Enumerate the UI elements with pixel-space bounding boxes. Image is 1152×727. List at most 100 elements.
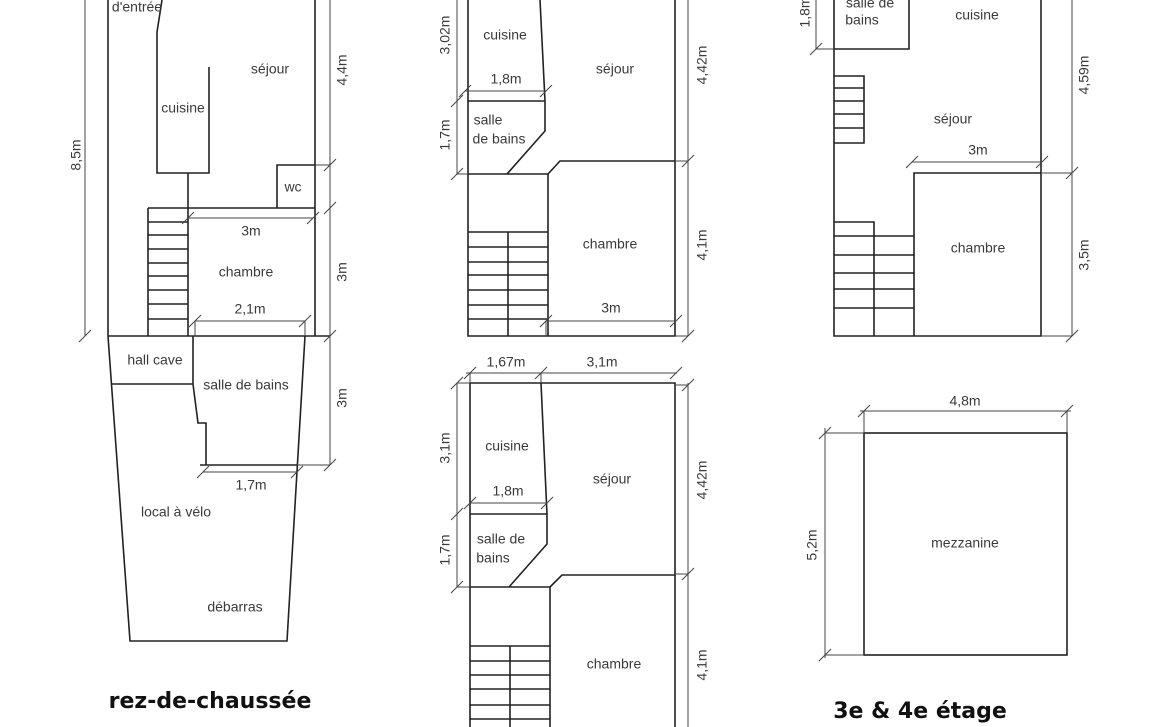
dimension-lines [456, 372, 689, 727]
dimension-tick [323, 201, 337, 215]
dimension-tick [323, 329, 337, 343]
stairs [148, 221, 188, 320]
room-chambre-label: chambre [583, 236, 638, 252]
walls [469, 382, 676, 727]
dim-cuisine-height: 3,02m [437, 16, 453, 55]
dimension-tick [681, 154, 695, 168]
room-entree-label: d'entrée [112, 0, 162, 15]
dimension-tick [818, 426, 832, 440]
dimension-tick [681, 378, 695, 392]
dimension-lines [824, 410, 1071, 658]
dimension-ticks [450, 84, 695, 343]
dim-chambre-height: 3m [334, 262, 350, 281]
dimension-ticks [809, 42, 1079, 343]
dim-height: 5,2m [804, 529, 820, 560]
dimension-tick [323, 458, 337, 472]
plan-floor-a: cuisine séjour salle de bains chambre 3,… [437, 0, 710, 343]
plan-floor-b: cuisine séjour salle de bains chambre 1,… [437, 354, 710, 727]
dim-sdb-width: 1,7m [235, 477, 266, 493]
dimension-tick [669, 366, 683, 380]
dimension-ticks [450, 366, 695, 594]
dim-cuisine-width: 1,8m [492, 483, 523, 499]
dimension-tick [534, 366, 548, 380]
dim-sdb-height: 1,7m [437, 534, 453, 565]
dimension-tick [540, 496, 554, 510]
dim-total-height: 8,5m [68, 139, 84, 170]
room-salle-de-bains-label: salle de bains [203, 377, 289, 393]
dimension-tick [1035, 155, 1049, 169]
room-salle-label-2: bains [476, 550, 509, 566]
walls [833, 0, 1042, 337]
dim-chambre-width: 3m [601, 300, 620, 316]
dim-top-left: 1,67m [487, 354, 526, 370]
dimension-ticks [818, 404, 1074, 662]
dimension-tick [857, 404, 871, 418]
room-cuisine-label: cuisine [483, 27, 527, 43]
dim-cave-height: 3m [334, 388, 350, 407]
plan-title-rez-de-chaussee: rez-de-chaussée [109, 689, 312, 714]
room-mezzanine-label: mezzanine [931, 535, 999, 551]
dimension-tick [681, 329, 695, 343]
dim-sdb-height: 1,8m [797, 0, 813, 28]
room-salle-label-2: bains [845, 12, 878, 28]
room-cuisine-label: cuisine [161, 100, 205, 116]
room-chambre-label: chambre [951, 240, 1006, 256]
dim-cuisine-width: 1,8m [490, 71, 521, 87]
dimension-tick [450, 376, 464, 390]
dimension-tick [463, 366, 477, 380]
dimension-tick [539, 84, 553, 98]
plan-title-3e-4e-etage: 3e & 4e étage [833, 699, 1007, 724]
dimension-tick [669, 314, 683, 328]
dimension-tick [450, 94, 464, 108]
dimension-tick [196, 465, 210, 479]
dim-sdb-height: 1,7m [437, 119, 453, 150]
walls [467, 0, 676, 337]
dimension-tick [188, 314, 202, 328]
plan-floor-c: salle de bains cuisine séjour chambre 1,… [797, 0, 1092, 343]
dim-chambre-width: 3m [968, 142, 987, 158]
dimension-tick [681, 567, 695, 581]
dimension-tick [809, 42, 823, 56]
dim-cuisine-height: 3,1m [437, 432, 453, 463]
dimension-lines [84, 0, 331, 473]
dimension-tick [181, 211, 195, 225]
dimension-tick [78, 329, 92, 343]
dimension-ticks [78, 158, 337, 479]
plan-rez-de-chaussee: d'entrée cuisine séjour wc chambre hall … [68, 0, 350, 714]
dimension-tick [323, 158, 337, 172]
dim-sejour-height: 4,42m [694, 461, 710, 500]
room-wc-label: wc [283, 179, 301, 195]
room-sejour-label: séjour [596, 61, 634, 77]
dimension-tick [818, 648, 832, 662]
dimension-tick [1060, 404, 1074, 418]
dimension-tick [450, 507, 464, 521]
dimension-tick [905, 155, 919, 169]
dim-chambre-height: 3,5m [1076, 239, 1092, 270]
dimension-tick [1065, 329, 1079, 343]
dimension-tick [298, 314, 312, 328]
walls [863, 432, 1068, 656]
dim-inner-width: 2,1m [234, 301, 265, 317]
dim-chambre-height: 4,1m [694, 229, 710, 260]
dimension-tick [463, 496, 477, 510]
dimension-tick [306, 211, 320, 225]
dim-chambre-width: 3m [241, 223, 260, 239]
room-sejour-label: séjour [251, 61, 289, 77]
room-sejour-label: séjour [934, 111, 972, 127]
dimension-tick [450, 580, 464, 594]
stairs [834, 75, 914, 336]
plan-mezzanine: mezzanine 4,8m 5,2m 3e & 4e étage [804, 393, 1074, 724]
dimension-lines [815, 0, 1073, 337]
dim-top-right: 3,1m [586, 354, 617, 370]
room-salle-label-2: de bains [473, 131, 526, 147]
walls [107, 0, 330, 642]
room-cuisine-label: cuisine [485, 438, 529, 454]
dimension-tick [539, 314, 553, 328]
room-hall-cave-label: hall cave [127, 352, 182, 368]
room-salle-label-1: salle [474, 112, 503, 128]
dim-width: 4,8m [949, 393, 980, 409]
dim-sejour-height: 4,59m [1076, 56, 1092, 95]
dim-sejour-height: 4,42m [694, 46, 710, 85]
dim-sejour-height: 4,4m [334, 54, 350, 85]
